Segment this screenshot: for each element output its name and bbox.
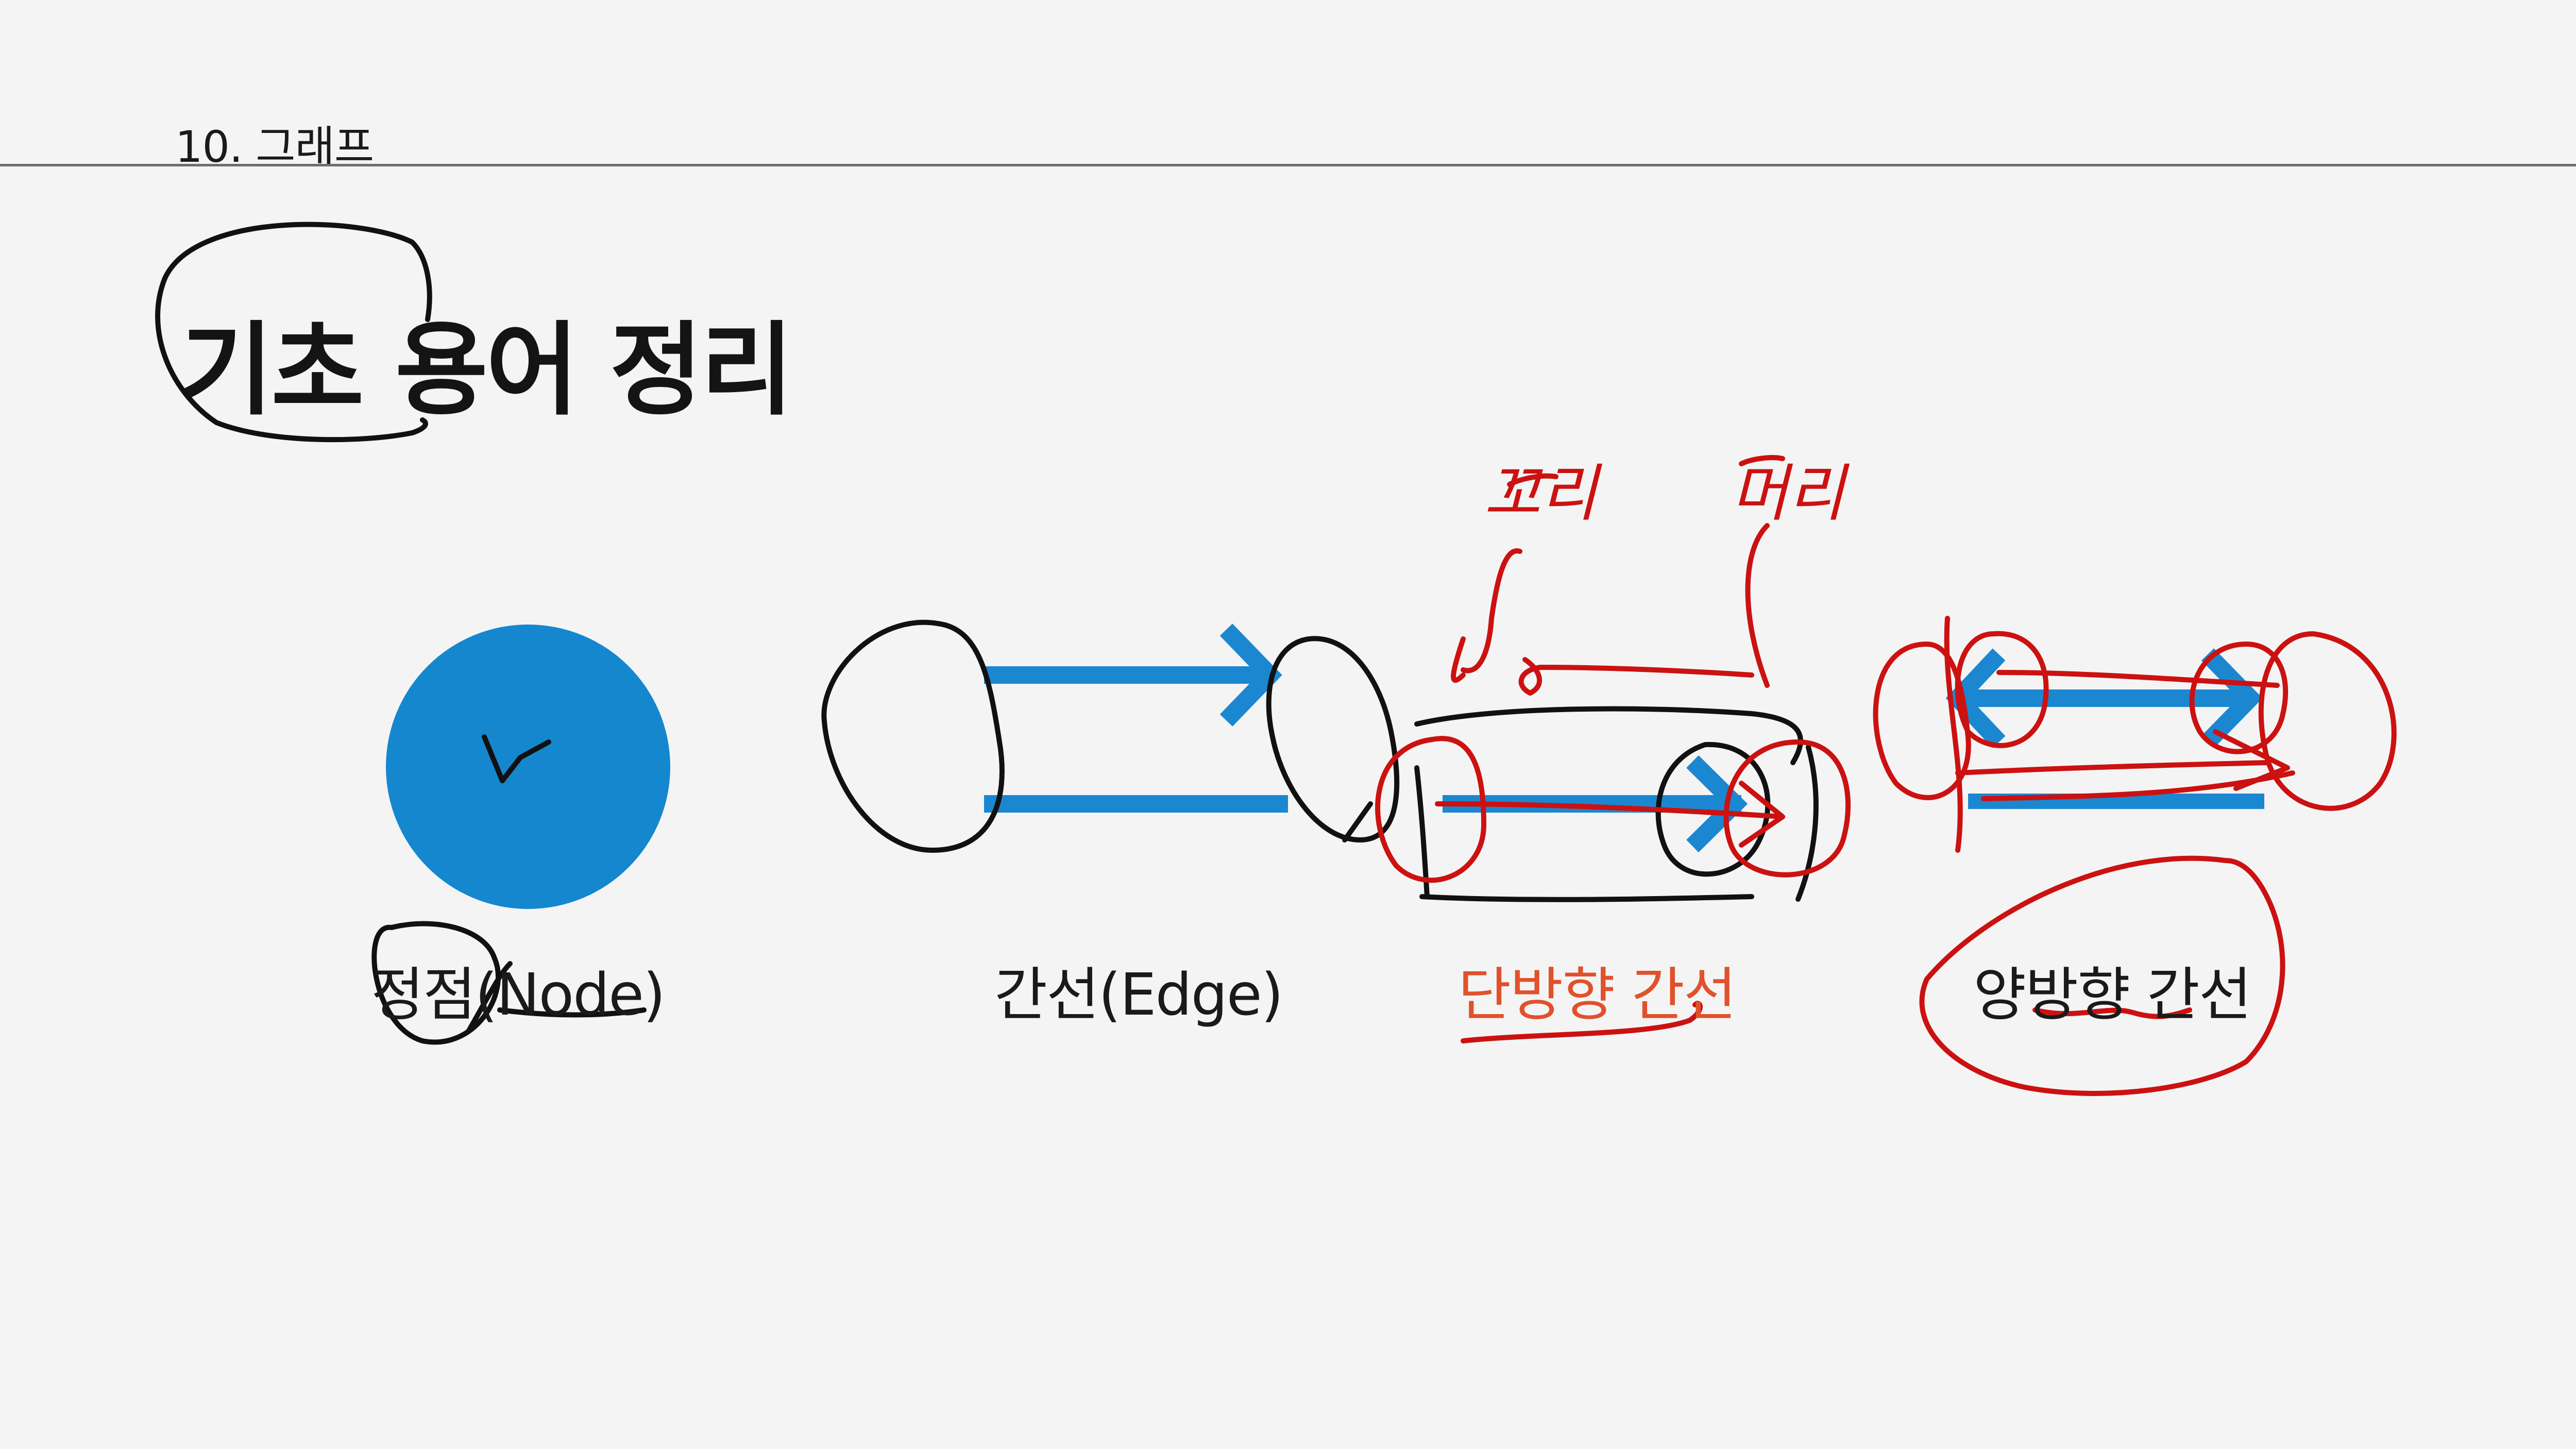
bidirectional-label-squiggle [2032,1007,2192,1019]
annotation-head: 머리 [1731,458,1845,530]
edge-tail-circle [821,620,1005,853]
section-label: 10. 그래프 [175,122,374,172]
header-divider [0,164,2576,166]
head-to-tail-arrow [1518,657,1754,696]
caption-edge: 간선(Edge) [994,962,1283,1029]
bidirectional-left-circle-inner [1955,631,2049,748]
node-circle [386,625,670,909]
tail-bracket [1461,548,1522,673]
tube-bottom [1419,894,1754,902]
bidirectional-trace-middle [1955,760,2269,776]
tube-right [1795,745,1819,902]
directed-label-underline [1461,1001,1703,1043]
directed-edge-trace [1435,801,1785,819]
bidirectional-left-stroke [1944,616,1963,853]
head-circle [1723,739,1851,878]
bidirectional-right-circle-outer [2258,631,2397,811]
node-label-pointer [466,961,513,1033]
annotation-tail: 꼬리 [1484,458,1598,530]
title-circle [155,222,428,443]
page-title: 기초 용어 정리 [180,312,793,429]
directed-edge-trace-arrow [1739,781,1785,848]
caption-directed-edge: 단방향 간선 [1458,962,1737,1029]
title-circle-tail [410,240,432,322]
bidirectional-right-circle-inner [2189,642,2289,754]
tail-word-stroke [1507,473,1558,487]
edge-diagram [984,624,1288,813]
bidirectional-trace-arrow [2213,729,2290,791]
tail-circle [1375,736,1486,883]
bidirectional-trace-top [1996,670,2280,688]
tube-top [1414,706,1803,765]
node-checkmark [482,734,551,783]
tail-pointer [1451,636,1466,683]
bidirectional-label-circle [1919,855,2285,1096]
black-ink-annotations [155,222,1819,1045]
caption-bidirectional-edge: 양방향 간선 [1973,962,2252,1029]
head-word-stroke [1739,455,1785,466]
node-label-underline [497,1007,647,1018]
edge-head-circle [1266,636,1400,843]
directed-edge-arrowhead [1686,755,1748,853]
bidirectional-arrowhead-right [2201,648,2263,748]
red-ink-annotations [1375,455,2397,1096]
directed-head-circle [1655,742,1771,877]
edge-head-mark [1342,801,1373,843]
head-bracket [1745,523,1770,688]
caption-node: 정점(Node) [371,962,666,1029]
